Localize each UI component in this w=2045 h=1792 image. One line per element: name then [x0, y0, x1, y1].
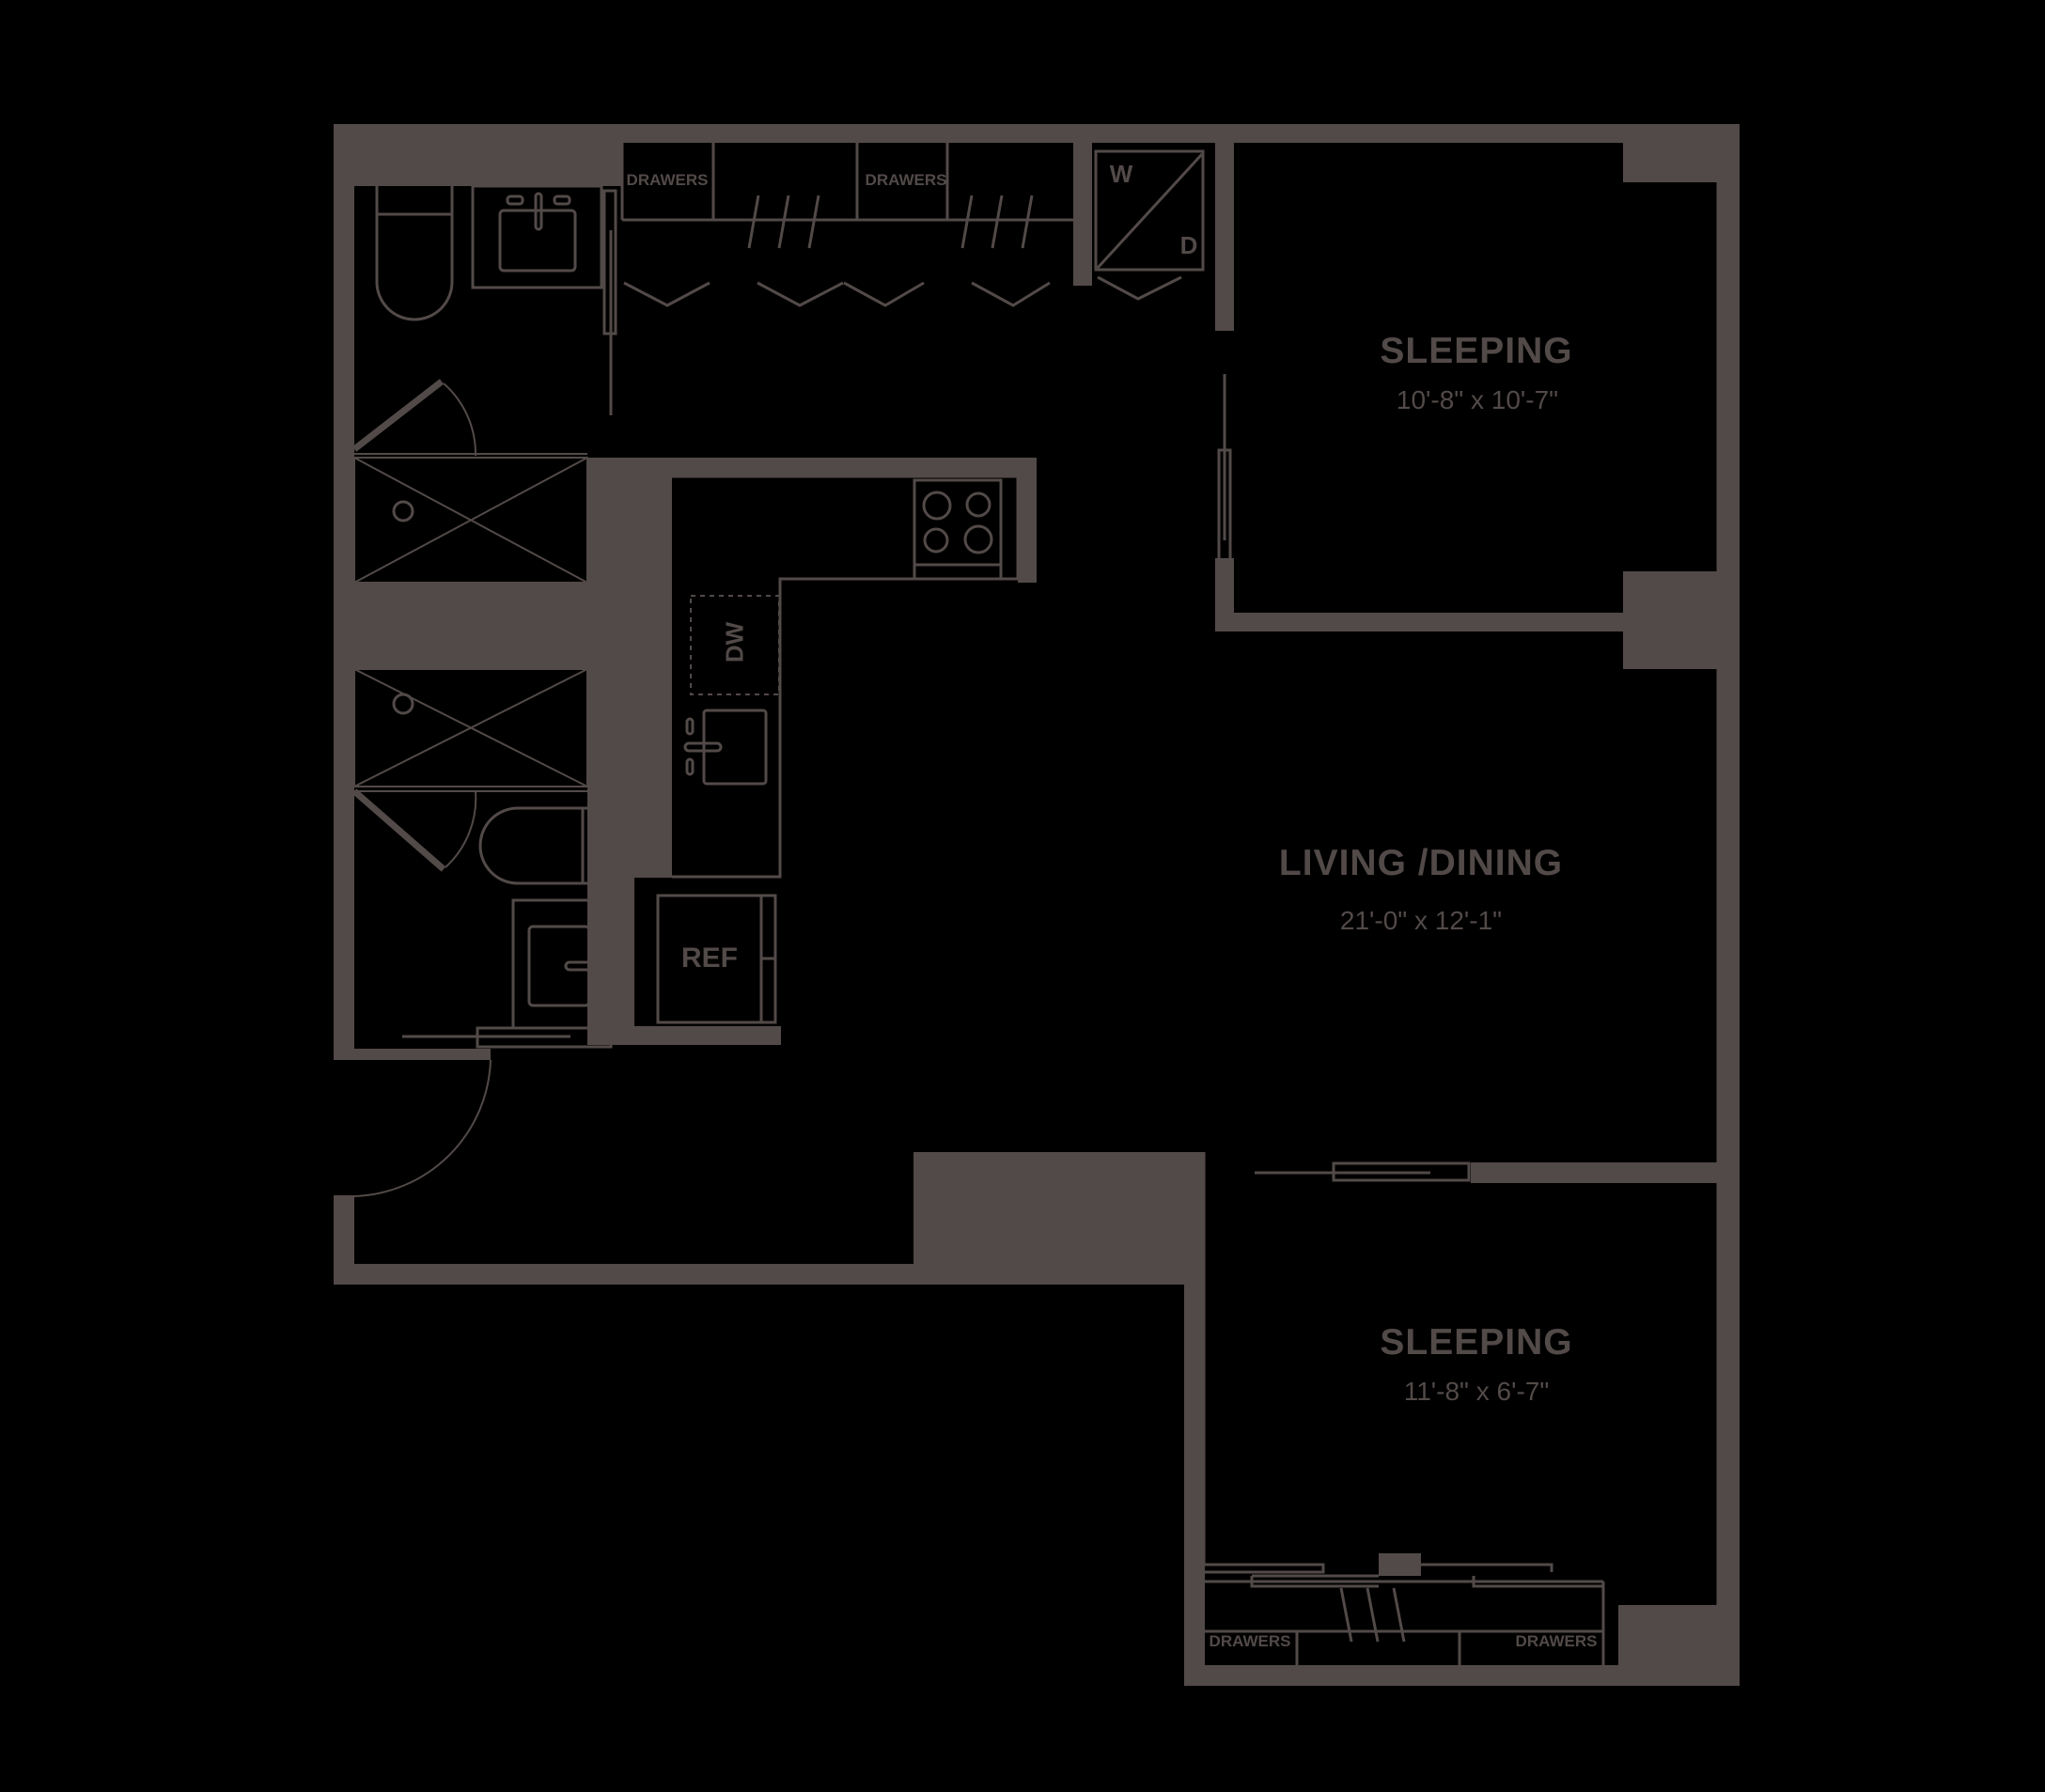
fixtures [351, 143, 1723, 1665]
refrigerator-label: REF [681, 943, 738, 974]
room-name-sleeping-1: SLEEPING [1380, 331, 1573, 371]
room-dim-sleeping-1: 10'-8" x 10'-7" [1396, 385, 1559, 414]
dishwasher-label: DW [720, 621, 749, 663]
room-name-living-dining: LIVING /DINING [1278, 843, 1564, 883]
washer-label: W [1109, 160, 1133, 188]
room-dim-sleeping-2: 11'-8" x 6'-7" [1403, 1377, 1550, 1406]
walls [334, 124, 1740, 1686]
room-dim-living-dining: 21'-0" x 12'-1" [1339, 906, 1503, 935]
drawers-label-4: DRAWERS [1515, 1632, 1598, 1650]
drawers-label-1: DRAWERS [626, 171, 709, 189]
drawers-label-2: DRAWERS [865, 171, 947, 189]
drawers-label-3: DRAWERS [1209, 1632, 1291, 1650]
dryer-label: D [1179, 231, 1198, 259]
room-name-sleeping-2: SLEEPING [1380, 1322, 1573, 1363]
